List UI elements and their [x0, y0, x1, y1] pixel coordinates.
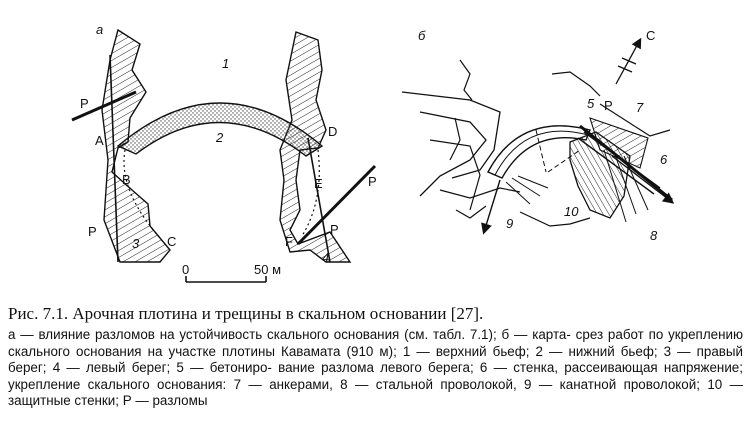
- contour-line: [429, 139, 481, 211]
- fault-line: [307, 137, 331, 263]
- north-arrow-bar: [617, 65, 633, 73]
- abutment-line-right: [301, 149, 320, 237]
- caption-line: вание разлома левого берега; 6 — стенка,…: [8, 360, 743, 392]
- point-label-b: B: [122, 172, 131, 187]
- panel-b: б С P 5 6 7 8 9 10: [401, 28, 675, 243]
- item-label-8: 8: [650, 228, 658, 243]
- caption-line: а — влияние разломов на устойчивость ска…: [8, 327, 571, 342]
- contour-line: [519, 211, 591, 227]
- arch-dam-crest: [494, 130, 589, 176]
- fault-label: P: [330, 222, 339, 237]
- caption-line: скального основания: 7 — анкерами, 8 — с…: [87, 376, 700, 392]
- steel-wire: [613, 151, 637, 215]
- caption-line: 10 — защитные стенки; Р — разломы: [8, 376, 743, 409]
- contour-line: [401, 91, 501, 179]
- zone-label-4: 4: [322, 250, 329, 265]
- scale-zero-label: 0: [182, 262, 189, 277]
- caption-line: 1 — верхний бьеф; 2 — нижний бьеф; 3 — п…: [8, 343, 743, 376]
- item-label-6: 6: [660, 152, 668, 167]
- contour-line: [455, 205, 487, 219]
- contour-line: [599, 103, 671, 137]
- stress-wall: [583, 131, 661, 189]
- contour-line: [419, 111, 487, 197]
- item-label-7: 7: [636, 100, 644, 115]
- cable-anchor: [511, 177, 541, 197]
- figure-caption: Рис. 7.1. Арочная плотина и трещины в ск…: [8, 303, 743, 410]
- zone-label-2: 2: [215, 130, 224, 145]
- contour-line: [449, 117, 461, 161]
- caption-line: срез работ по укреплению скального основ…: [8, 327, 743, 359]
- panel-a-label: а: [96, 22, 103, 37]
- dashed-line: [535, 129, 547, 173]
- zone-label-3: 3: [132, 236, 140, 251]
- contour-line: [439, 187, 521, 199]
- scale-end-label: 50 м: [254, 262, 281, 277]
- fault-line: [296, 164, 377, 246]
- figure-drawing: а 1 2 3 4 A B C D E F P P P P 0 50 м: [71, 22, 675, 283]
- fault-label: P: [368, 174, 377, 189]
- arch-dam: [116, 102, 324, 157]
- steel-wire: [623, 155, 649, 211]
- fault-label: P: [88, 224, 97, 239]
- panel-a: а 1 2 3 4 A B C D E F P P P P 0 50 м: [71, 22, 377, 283]
- stress-wall: [577, 137, 655, 195]
- fault-line: [109, 54, 119, 263]
- fault-label: P: [604, 98, 613, 113]
- fault-line: [71, 90, 137, 122]
- north-label: С: [646, 28, 655, 43]
- steel-wire: [603, 149, 627, 223]
- point-label-a: A: [95, 133, 104, 148]
- cable-anchor: [517, 175, 549, 189]
- item-label-9: 9: [506, 216, 513, 231]
- point-label-e: E: [314, 176, 323, 191]
- zone-label-1: 1: [222, 56, 229, 71]
- caption-title: Рис. 7.1. Арочная плотина и трещины в ск…: [8, 304, 484, 323]
- item-label-10: 10: [564, 204, 579, 219]
- north-arrow-bar: [621, 57, 637, 65]
- cable-anchor: [505, 181, 531, 205]
- item-label-5: 5: [587, 96, 595, 111]
- contour-line: [551, 71, 601, 97]
- right-bank-rock: [101, 28, 171, 263]
- cable-anchor: [481, 179, 501, 235]
- point-label-d: D: [328, 124, 337, 139]
- fault-label: P: [80, 96, 89, 111]
- direction-arrow: [611, 155, 675, 204]
- point-label-c: C: [167, 234, 176, 249]
- caption-body: а — влияние разломов на устойчивость ска…: [8, 327, 743, 410]
- point-label-f: F: [285, 234, 293, 249]
- north-arrow: [615, 37, 642, 85]
- contour-line: [459, 59, 473, 101]
- panel-b-label: б: [418, 28, 426, 43]
